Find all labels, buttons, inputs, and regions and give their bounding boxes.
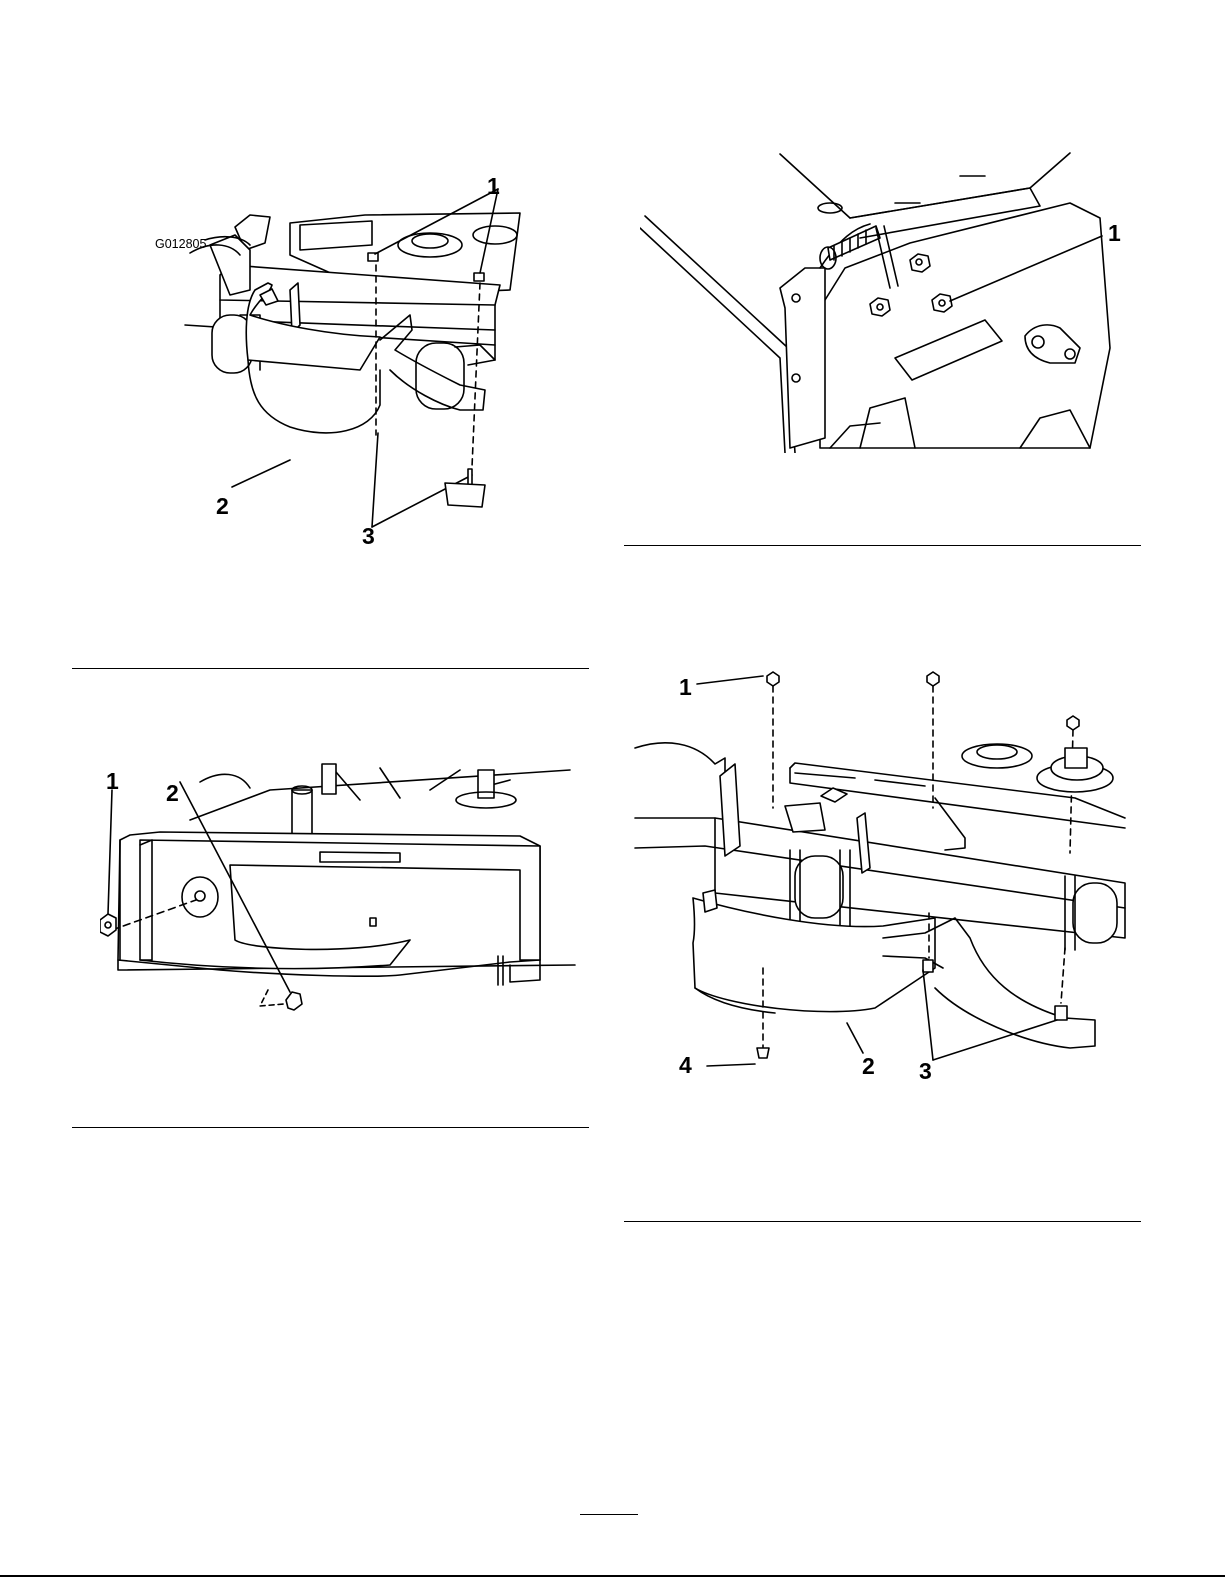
callout-1: 1: [1108, 222, 1121, 245]
figure-separator-rule: [72, 1127, 589, 1128]
callout-2: 2: [166, 782, 179, 805]
figure-separator-rule: [72, 668, 589, 669]
callout-3: 3: [362, 525, 375, 548]
callout-1: 1: [679, 676, 692, 699]
callout-2: 2: [216, 495, 229, 518]
callout-2: 2: [862, 1055, 875, 1078]
callout-1: 1: [106, 770, 119, 793]
callout-4: 4: [679, 1054, 692, 1077]
figure-separator-rule: [624, 1221, 1141, 1222]
mower-deck-underside-illustration: [150, 165, 550, 555]
figure-separator-rule: [624, 545, 1141, 546]
page-number-area: [580, 1496, 638, 1515]
deck-bracket-nut-illustration: [640, 148, 1130, 453]
deck-chute-assembly-illustration: [625, 668, 1140, 1088]
figure-code-label: G012805: [155, 238, 206, 251]
callout-3: 3: [919, 1060, 932, 1083]
footer-rule: [0, 1575, 1225, 1577]
figure-middle-right: [625, 668, 1140, 1088]
figure-top-right: [640, 148, 1130, 453]
figure-top-left: [150, 165, 550, 555]
callout-1: 1: [487, 175, 500, 198]
